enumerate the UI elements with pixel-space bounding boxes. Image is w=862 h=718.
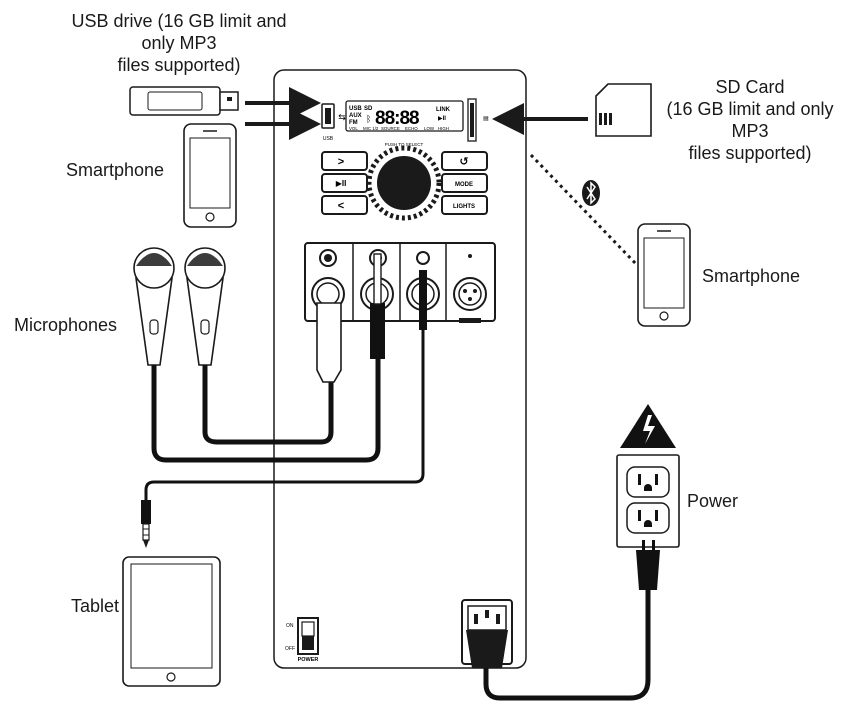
- display-source: SOURCE: [381, 126, 400, 131]
- sd-card-label-line-1: SD Card: [715, 77, 785, 97]
- usb-drive-label: USB drive (16 GB limit and only MP3 file…: [59, 10, 299, 76]
- usb-drive-label-line-2: only MP3: [141, 33, 217, 53]
- svg-text:<: <: [338, 200, 344, 212]
- xlr-plug: [316, 302, 342, 383]
- power-switch-label: POWER: [298, 657, 319, 663]
- display-digits: 88:88: [375, 108, 419, 129]
- power-label: Power: [687, 491, 739, 511]
- mode-button[interactable]: [441, 173, 488, 193]
- previous-button[interactable]: [321, 195, 368, 215]
- microphones-label: Microphones: [14, 315, 118, 335]
- electrical-warning-icon: [620, 404, 676, 448]
- next-button[interactable]: [321, 151, 368, 171]
- display-fm: FM: [349, 120, 358, 126]
- aux-input-jack[interactable]: [416, 251, 430, 265]
- smartphone-wired-label: Smartphone: [66, 160, 165, 180]
- usb-port-label: USB: [323, 136, 334, 142]
- display-link: LINK: [436, 107, 451, 113]
- display-high: HIGH: [438, 126, 449, 131]
- svg-text:>: >: [338, 156, 344, 168]
- repeat-icon: ↺: [459, 156, 468, 168]
- knob-caption: PUSH TO SELECT: [385, 142, 424, 147]
- play-pause-label: ▶II: [336, 179, 347, 188]
- display-sd: SD: [364, 106, 373, 112]
- aux-cable: [144, 330, 425, 500]
- switch-on-label: ON: [286, 623, 294, 629]
- display-low: LOW: [424, 126, 435, 131]
- display-aux: AUX: [349, 113, 362, 119]
- mic2-cable: [202, 365, 334, 445]
- bluetooth-icon: [582, 180, 600, 206]
- display-vol: VOL: [349, 126, 358, 131]
- power-inlet: [461, 599, 513, 668]
- bluetooth-link: [529, 153, 639, 267]
- display-usb: USB: [349, 106, 362, 112]
- quarter-inch-plug: [370, 303, 385, 359]
- power-cable: [483, 590, 651, 701]
- mic1-cable: [151, 358, 381, 463]
- usb-symbol-icon: ⇆: [338, 112, 346, 122]
- tablet: [122, 556, 221, 687]
- microphone-1: [133, 247, 175, 366]
- tablet-label: Tablet: [71, 596, 120, 616]
- smartphone-bluetooth: [637, 223, 691, 327]
- bluetooth-small-icon: ᛒ: [366, 114, 371, 124]
- power-switch[interactable]: ON OFF POWER: [285, 617, 319, 663]
- sd-card-label-line-3: MP3: [731, 121, 769, 141]
- display-playpause: ▶II: [438, 116, 446, 122]
- microphone-2: [184, 247, 226, 366]
- repeat-button[interactable]: [441, 151, 488, 171]
- lights-label: LIGHTS: [453, 204, 475, 210]
- aux-plug: [419, 270, 427, 330]
- control-panel: USB ⇆ USB AUX FM SD ᛒ 88:88 LINK ▶II VOL…: [321, 98, 489, 221]
- usb-drive-label-line-3: files supported): [117, 55, 241, 75]
- mode-label: MODE: [455, 182, 473, 188]
- lcd-display: [345, 100, 464, 132]
- smartphone-bluetooth-label: Smartphone: [702, 266, 801, 286]
- sd-card-label-line-2: (16 GB limit and only: [666, 99, 834, 119]
- switch-off-label: OFF: [285, 646, 295, 652]
- main-knob[interactable]: [377, 156, 431, 210]
- sd-slot-icon: ▤: [483, 116, 489, 122]
- usb-drive: [129, 86, 239, 116]
- smartphone-wired: [183, 123, 237, 228]
- speaker-back-panel: [273, 69, 527, 669]
- power-plug: [636, 540, 660, 590]
- sd-card: [595, 83, 652, 137]
- display-mic: MIC 1/2: [363, 126, 379, 131]
- display-echo: ECHO: [405, 126, 418, 131]
- sd-card-label-line-4: files supported): [688, 143, 812, 163]
- usb-drive-label-line-1: USB drive (16 GB limit and: [71, 11, 287, 31]
- sd-card-label: SD Card (16 GB limit and only MP3 files …: [650, 76, 850, 164]
- wall-outlet: [616, 454, 680, 548]
- lights-button[interactable]: [441, 195, 488, 215]
